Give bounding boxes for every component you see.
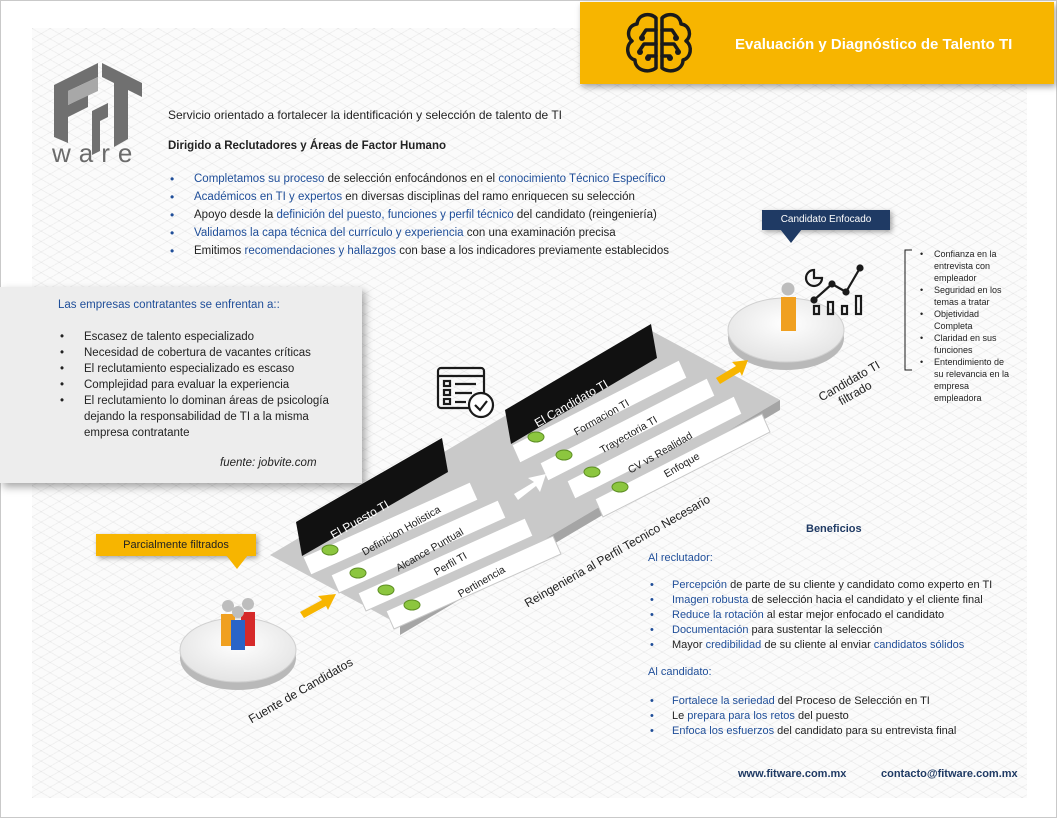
beneficios-title: Beneficios xyxy=(806,523,862,535)
list-item: Necesidad de cobertura de vacantes críti… xyxy=(58,345,348,361)
brain-icon xyxy=(626,12,692,73)
list-item: El reclutamiento lo dominan áreas de psi… xyxy=(58,393,348,441)
website-link[interactable]: www.fitware.com.mx xyxy=(738,768,847,780)
candidato-list: Fortalece la seriedad del Proceso de Sel… xyxy=(648,694,956,739)
list-item: Fortalece la seriedad del Proceso de Sel… xyxy=(648,694,956,709)
email-link[interactable]: contacto@fitware.com.mx xyxy=(881,768,1018,780)
service-bullet: Validamos la capa técnica del currículo … xyxy=(168,224,669,242)
dirigido-heading: Dirigido a Reclutadores y Áreas de Facto… xyxy=(168,140,446,152)
list-item: Seguridad en los temas a tratar xyxy=(920,284,1012,308)
intro-text: Servicio orientado a fortalecer la ident… xyxy=(168,108,563,122)
service-bullet: Emitimos recomendaciones y hallazgos con… xyxy=(168,242,669,260)
candidato-benefits-list: Confianza en la entrevista con empleador… xyxy=(920,248,1012,404)
list-item: El reclutamiento especializado es escaso xyxy=(58,361,348,377)
list-item: Le prepara para los retos del puesto xyxy=(648,709,956,724)
list-item: Imagen robusta de selección hacia el can… xyxy=(648,593,992,608)
list-item: Documentación para sustentar la selecció… xyxy=(648,623,992,638)
list-item: Confianza en la entrevista con empleador xyxy=(920,248,1012,284)
header-banner: Evaluación y Diagnóstico de Talento TI xyxy=(580,2,1054,84)
parcialmente-filtrados-tag: Parcialmente filtrados xyxy=(96,534,256,556)
candidato-heading: Al candidato: xyxy=(648,666,712,678)
candidato-enfocado-tag: Candidato Enfocado xyxy=(762,210,890,230)
fitware-logo-icon xyxy=(54,63,142,155)
tag-pointer xyxy=(226,555,248,569)
empresas-panel: Las empresas contratantes se enfrentan a… xyxy=(0,287,362,483)
list-item: Reduce la rotación al estar mejor enfoca… xyxy=(648,608,992,623)
reclutador-list: Percepción de parte de su cliente y cand… xyxy=(648,578,992,653)
header-title: Evaluación y Diagnóstico de Talento TI xyxy=(735,36,1013,53)
list-item: Complejidad para evaluar la experiencia xyxy=(58,377,348,393)
fuente-citation: fuente: jobvite.com xyxy=(220,457,317,469)
list-item: Percepción de parte de su cliente y cand… xyxy=(648,578,992,593)
service-bullet: Académicos en TI y expertos en diversas … xyxy=(168,188,669,206)
list-item: Enfoca los esfuerzos del candidato para … xyxy=(648,724,956,739)
list-item: Escasez de talento especializado xyxy=(58,329,348,345)
logo-wordmark: ware xyxy=(52,138,141,168)
tag-pointer xyxy=(780,229,802,243)
empresas-list: Escasez de talento especializado Necesid… xyxy=(58,329,348,441)
list-item: Entendimiento de su relevancia en la emp… xyxy=(920,356,1012,404)
service-bullet: Completamos su proceso de selección enfo… xyxy=(168,170,669,188)
list-item: Objetividad Completa xyxy=(920,308,1012,332)
list-item: Claridad en sus funciones xyxy=(920,332,1012,356)
service-bullets: Completamos su proceso de selección enfo… xyxy=(168,170,669,260)
service-bullet: Apoyo desde la definición del puesto, fu… xyxy=(168,206,669,224)
list-item: Mayor credibilidad de su cliente al envi… xyxy=(648,638,992,653)
empresas-title: Las empresas contratantes se enfrentan a… xyxy=(58,299,280,311)
reclutador-heading: Al reclutador: xyxy=(648,552,713,564)
